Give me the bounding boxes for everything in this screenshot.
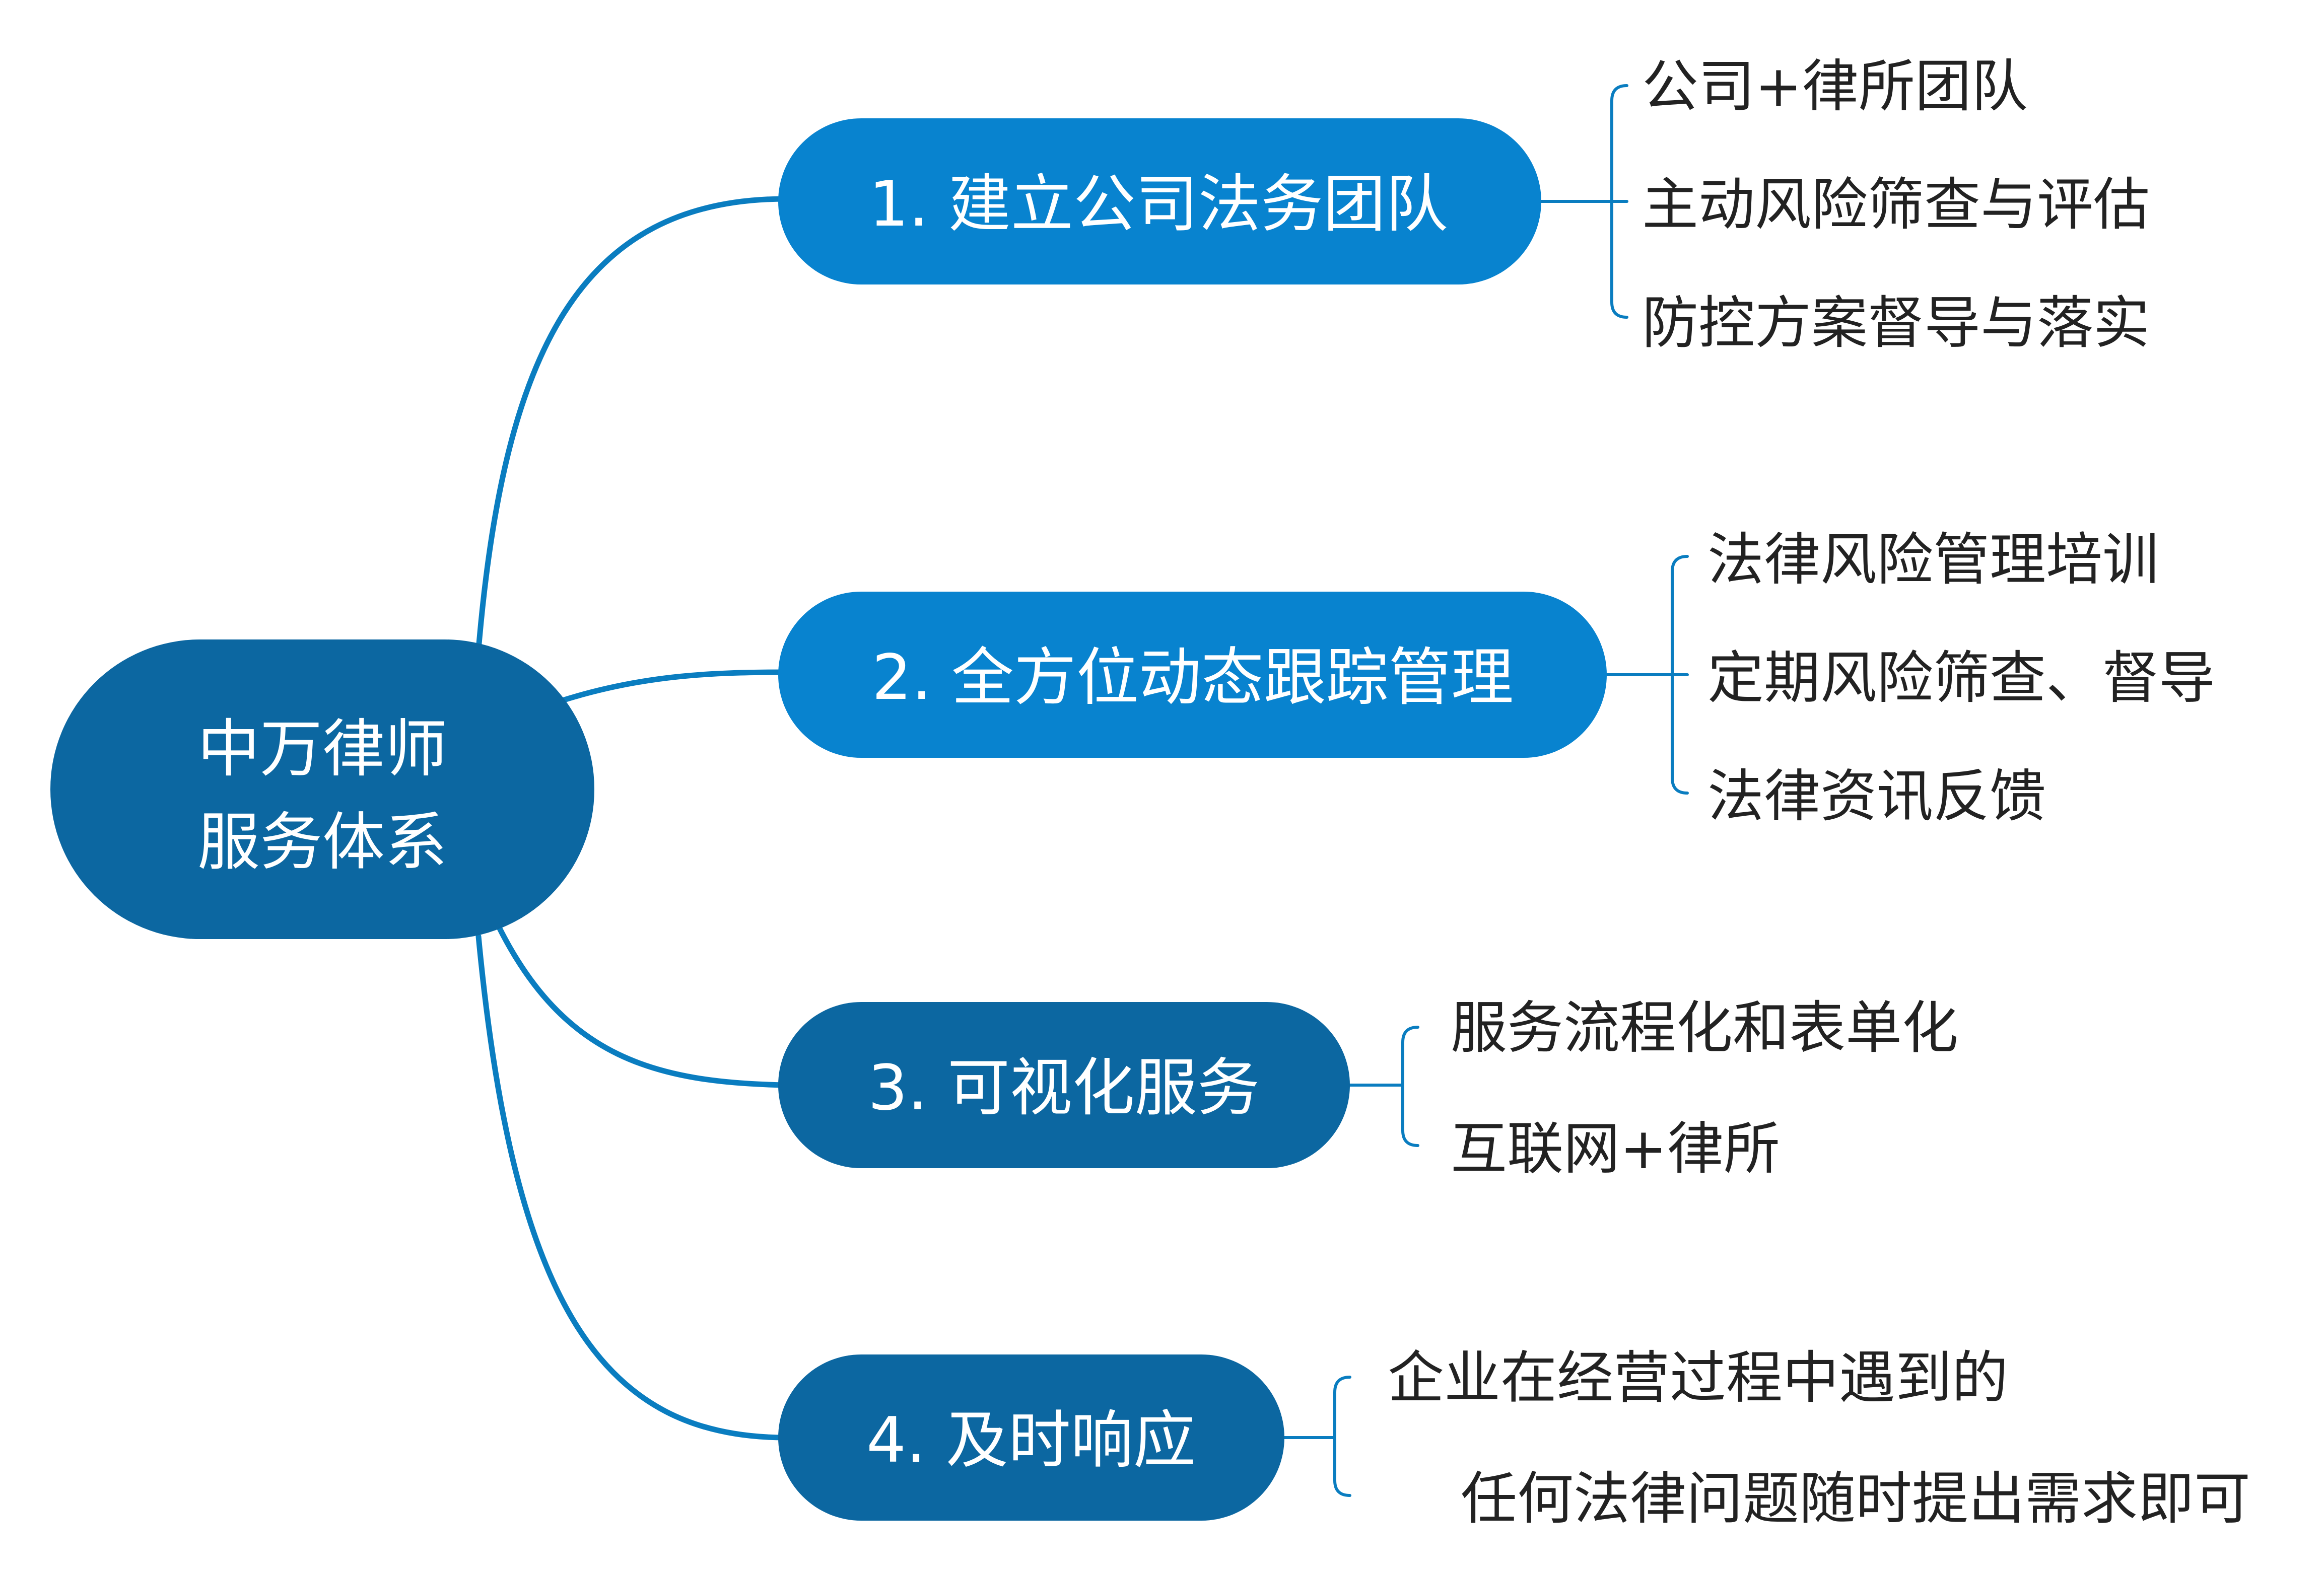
branch-4-label: 4. 及时响应 bbox=[866, 1404, 1196, 1477]
root-connector-3 bbox=[496, 923, 789, 1088]
branch-1: 1. 建立公司法务团队 公司+律所团队 主动风险筛查与评估 防控方案督导与落实 bbox=[778, 54, 2150, 356]
branch-1-leaf-1: 公司+律所团队 bbox=[1642, 54, 2028, 119]
branch-2-leaf-1: 法律风险管理培训 bbox=[1707, 527, 2159, 593]
root-title-line-1: 中万律师 bbox=[197, 713, 447, 786]
branch-2-node[interactable]: 2. 全方位动态跟踪管理 bbox=[778, 592, 1607, 758]
root-connectors bbox=[475, 196, 789, 1441]
branch-3-node-shape bbox=[778, 1002, 1350, 1168]
root-node[interactable]: 中万律师 服务体系 bbox=[50, 639, 594, 939]
branch-3-bracket bbox=[1401, 1026, 1419, 1147]
root-connector-1 bbox=[475, 196, 789, 653]
root-node-shape bbox=[50, 639, 594, 939]
branch-4-leaf-1: 企业在经营过程中遇到的 bbox=[1388, 1345, 2008, 1411]
branch-1-label: 1. 建立公司法务团队 bbox=[869, 168, 1448, 241]
root-title-line-2: 服务体系 bbox=[197, 806, 447, 879]
branch-3-label: 3. 可视化服务 bbox=[868, 1052, 1260, 1124]
branch-4-node[interactable]: 4. 及时响应 bbox=[778, 1354, 1284, 1521]
root-connector-2 bbox=[561, 669, 789, 703]
branch-1-node[interactable]: 1. 建立公司法务团队 bbox=[778, 118, 1541, 284]
branch-4-node-shape bbox=[778, 1354, 1284, 1521]
branch-2-leaf-2: 定期风险筛查、督导 bbox=[1707, 646, 2215, 711]
branch-4-bracket bbox=[1333, 1376, 1351, 1497]
branch-3-node[interactable]: 3. 可视化服务 bbox=[778, 1002, 1350, 1168]
branch-1-leaf-3: 防控方案督导与落实 bbox=[1642, 291, 2150, 356]
branch-2-label: 2. 全方位动态跟踪管理 bbox=[872, 641, 1514, 714]
root-connector-4 bbox=[475, 934, 789, 1441]
branch-2: 2. 全方位动态跟踪管理 法律风险管理培训 定期风险筛查、督导 法律资讯反馈 bbox=[778, 527, 2215, 829]
branch-4-leaf-2: 任何法律问题随时提出需求即可 bbox=[1461, 1466, 2250, 1532]
branch-4: 4. 及时响应 企业在经营过程中遇到的 任何法律问题随时提出需求即可 bbox=[778, 1345, 2250, 1532]
branch-1-leaf-2: 主动风险筛查与评估 bbox=[1642, 172, 2150, 238]
branch-2-node-shape bbox=[778, 592, 1607, 758]
branch-3-leaf-2: 互联网+律所 bbox=[1451, 1116, 1780, 1182]
branch-2-leaf-3: 法律资讯反馈 bbox=[1707, 764, 2046, 829]
branch-1-node-shape bbox=[778, 118, 1541, 284]
branch-3: 3. 可视化服务 服务流程化和表单化 互联网+律所 bbox=[778, 995, 1958, 1182]
branch-3-leaf-1: 服务流程化和表单化 bbox=[1451, 995, 1958, 1061]
